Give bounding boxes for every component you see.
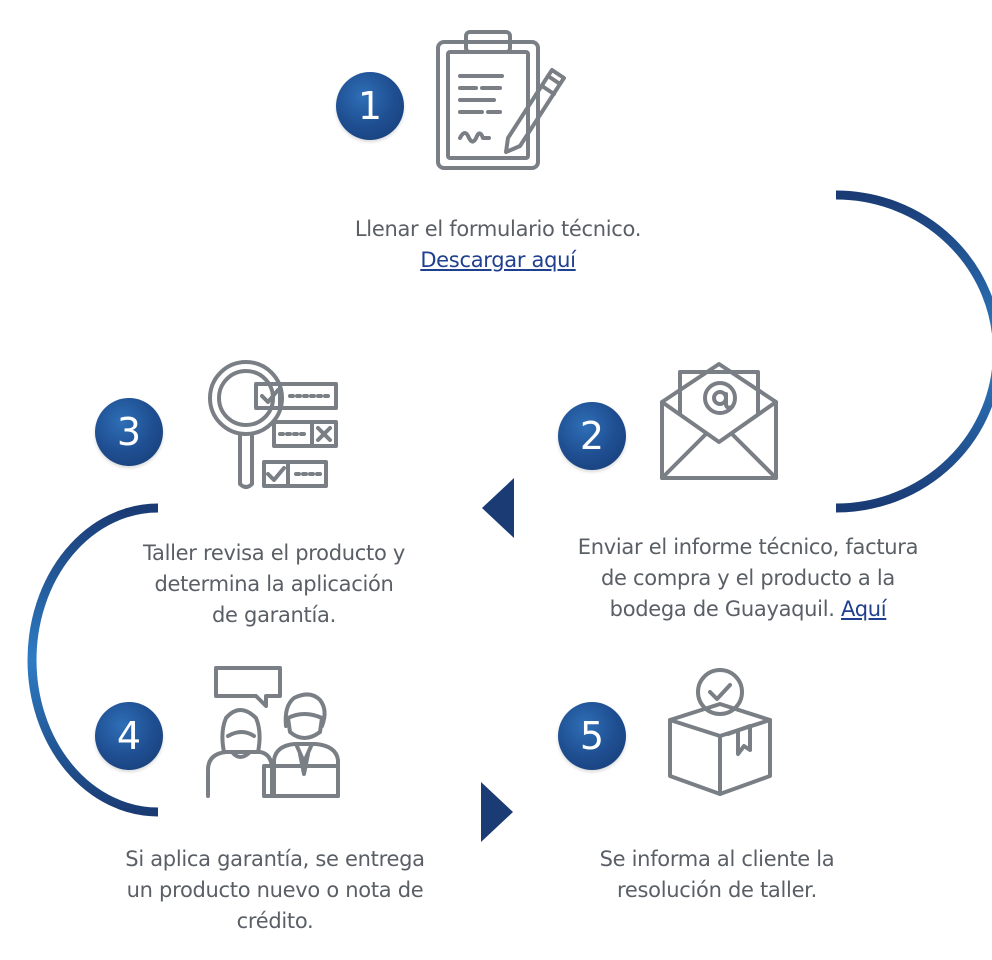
step-5-text: Se informa al cliente la resolución de t…	[560, 844, 874, 906]
magnifier-checklist-icon	[208, 360, 338, 489]
step-2-line-1: Enviar el informe técnico, factura	[577, 535, 919, 559]
step-2-badge: 2	[558, 402, 626, 470]
step-3-badge: 3	[95, 398, 163, 466]
arrow-right-icon	[481, 782, 513, 842]
step-3-text: Taller revisa el producto y determina la…	[104, 538, 444, 631]
here-link[interactable]: Aquí	[841, 597, 887, 621]
clipboard-form-icon	[436, 30, 566, 170]
step-2-text: Enviar el informe técnico, factura de co…	[548, 532, 948, 625]
step-5-badge: 5	[558, 702, 626, 770]
step-2-line-2: de compra y el producto a la	[601, 566, 895, 590]
step-4-text: Si aplica garantía, se entrega un produc…	[90, 844, 460, 937]
email-envelope-icon	[660, 362, 778, 480]
step-2-line-3: bodega de Guayaquil.	[609, 597, 835, 621]
step-4-line-3: crédito.	[236, 909, 314, 933]
step-1-line-1: Llenar el formulario técnico.	[354, 217, 642, 241]
step-5-line-2: resolución de taller.	[617, 878, 817, 902]
step-4-line-1: Si aplica garantía, se entrega	[125, 847, 425, 871]
step-1-badge: 1	[336, 72, 404, 140]
step-3-line-3: de garantía.	[212, 603, 336, 627]
step-4-line-2: un producto nuevo o nota de	[126, 878, 424, 902]
step-1-text: Llenar el formulario técnico. Descargar …	[300, 214, 696, 276]
step-4-badge: 4	[95, 702, 163, 770]
step-5-line-1: Se informa al cliente la	[599, 847, 835, 871]
download-link[interactable]: Descargar aquí	[420, 248, 576, 272]
people-conversation-icon	[206, 666, 340, 798]
approved-box-icon	[668, 668, 772, 796]
step-3-line-2: determina la aplicación	[154, 572, 394, 596]
arrow-left-icon	[482, 478, 514, 538]
step-3-line-1: Taller revisa el producto y	[142, 541, 405, 565]
